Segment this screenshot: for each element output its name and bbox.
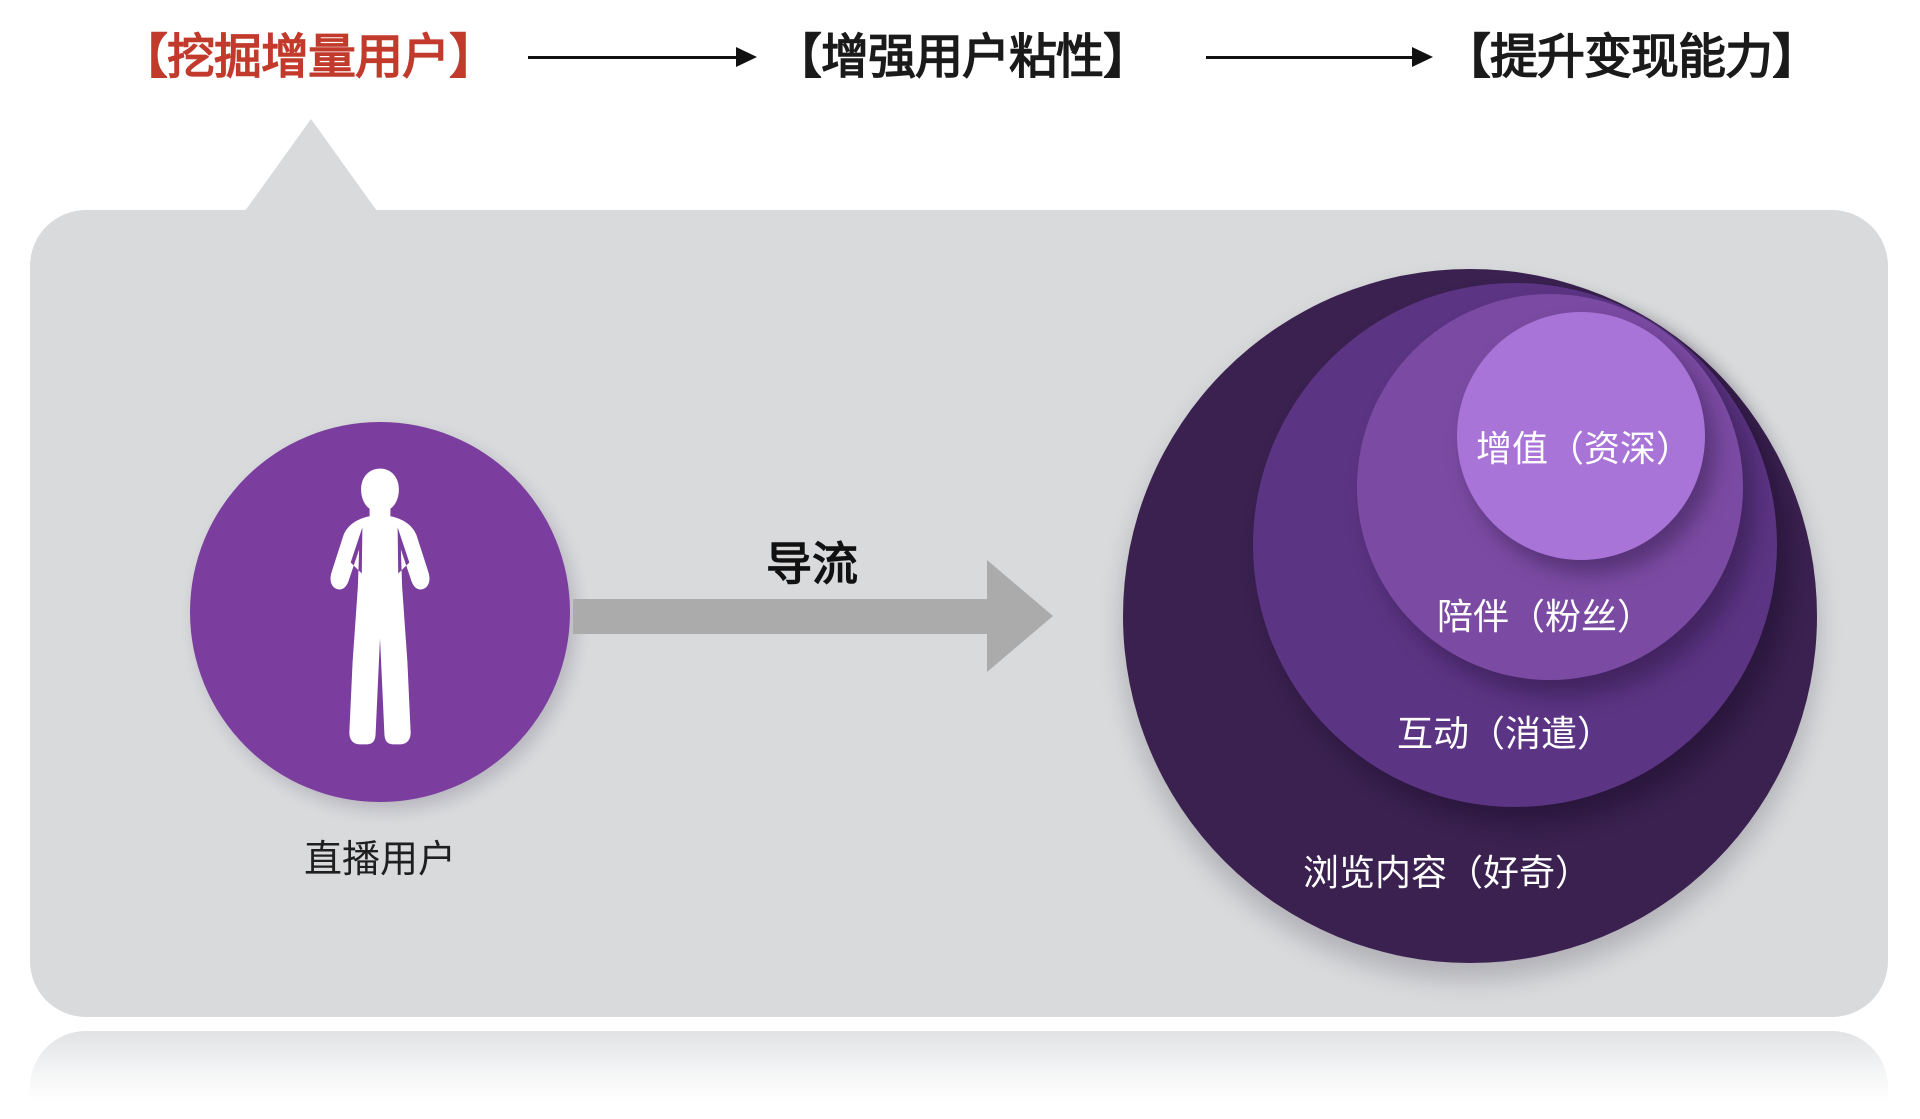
diversion-label: 导流 [766,538,858,590]
live-user-circle [190,422,570,802]
flow-arrow-1-icon [528,47,757,67]
flow-step-user-stickiness: 【增强用户粘性】 [774,31,1151,84]
flow-step-mine-users: 【挖掘增量用户】 [120,31,497,84]
diversion-arrow-head-icon [987,560,1053,672]
person-silhouette-icon [330,468,430,745]
live-user-label: 直播用户 [303,839,456,881]
diversion-arrow-body [573,599,989,634]
funnel-label-value-add: 增值（资深） [1475,428,1692,469]
callout-tail [245,119,377,211]
panel-reflection [30,1031,1888,1119]
funnel-label-browse: 浏览内容（好奇） [1302,852,1591,893]
flow-arrow-2-icon [1206,47,1433,67]
funnel-label-interact: 互动（消遣） [1396,713,1613,754]
funnel-circle-value-add [1457,312,1705,560]
funnel-label-accompany: 陪伴（粉丝） [1436,596,1653,637]
flow-step-monetization: 【提升变现能力】 [1443,31,1820,84]
